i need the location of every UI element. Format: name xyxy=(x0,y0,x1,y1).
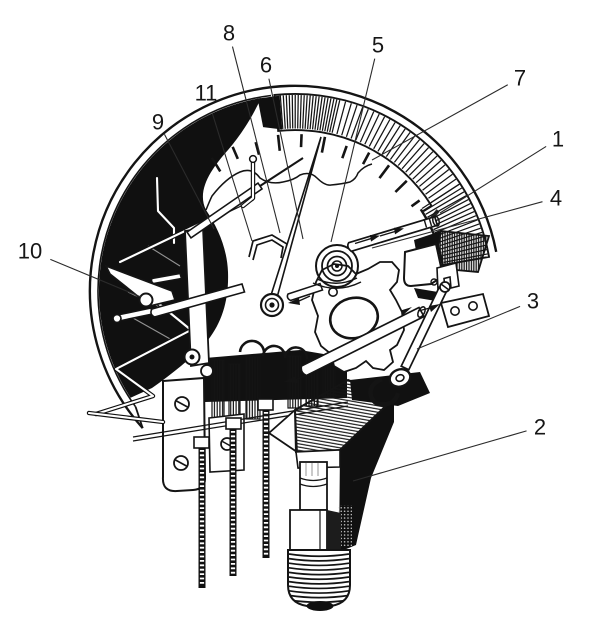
sector-plate xyxy=(311,261,405,373)
callout-label-7: 7 xyxy=(514,66,526,91)
left-lever xyxy=(104,264,177,307)
callout-leader-10 xyxy=(50,258,142,298)
callout-leader-7 xyxy=(371,84,509,161)
callout-leader-2 xyxy=(352,430,527,482)
pressure-fitting xyxy=(267,378,396,611)
callout-leader-1 xyxy=(439,145,547,214)
callout-leader-8 xyxy=(231,46,281,234)
tube-end-clamp xyxy=(402,230,491,301)
fitting-shank xyxy=(289,509,328,554)
fitting-tip xyxy=(306,601,334,611)
lever-hole xyxy=(138,292,154,308)
dial-tick-marks xyxy=(210,134,421,208)
callout-label-1: 1 xyxy=(552,127,564,152)
case-shadow-crescent xyxy=(98,98,261,398)
callout-label-4: 4 xyxy=(550,186,562,211)
upper-arbor xyxy=(346,215,440,253)
left-arbor xyxy=(150,283,246,318)
callout-label-11: 11 xyxy=(195,81,218,106)
callout-leader-3 xyxy=(416,305,521,350)
stop-pin xyxy=(248,154,258,164)
link-eye xyxy=(388,368,412,388)
tube-anchor-black xyxy=(257,95,283,130)
pointer-needle xyxy=(266,136,322,306)
left-lever-assembly xyxy=(86,157,304,425)
callout-leader-4 xyxy=(371,201,543,249)
callout-label-2: 2 xyxy=(534,415,546,440)
diagonal-bar xyxy=(185,181,264,240)
callout-label-5: 5 xyxy=(372,33,384,58)
pillar-lobes xyxy=(238,339,309,360)
lower-arbor xyxy=(284,304,440,383)
callout-label-9: 9 xyxy=(152,110,164,135)
threaded-studs xyxy=(198,410,270,588)
link-hook xyxy=(368,376,401,407)
staple-spring xyxy=(240,154,324,305)
callout-label-10: 10 xyxy=(18,239,42,264)
callout-leader-6 xyxy=(268,78,304,240)
callout-leader-9 xyxy=(164,134,215,230)
callout-leader-5 xyxy=(330,58,376,243)
callout-label-3: 3 xyxy=(527,289,539,314)
callout-label-6: 6 xyxy=(260,53,272,78)
pinion-rosette xyxy=(312,244,362,289)
callout-leader-11 xyxy=(212,113,253,242)
callout-label-8: 8 xyxy=(223,21,235,46)
